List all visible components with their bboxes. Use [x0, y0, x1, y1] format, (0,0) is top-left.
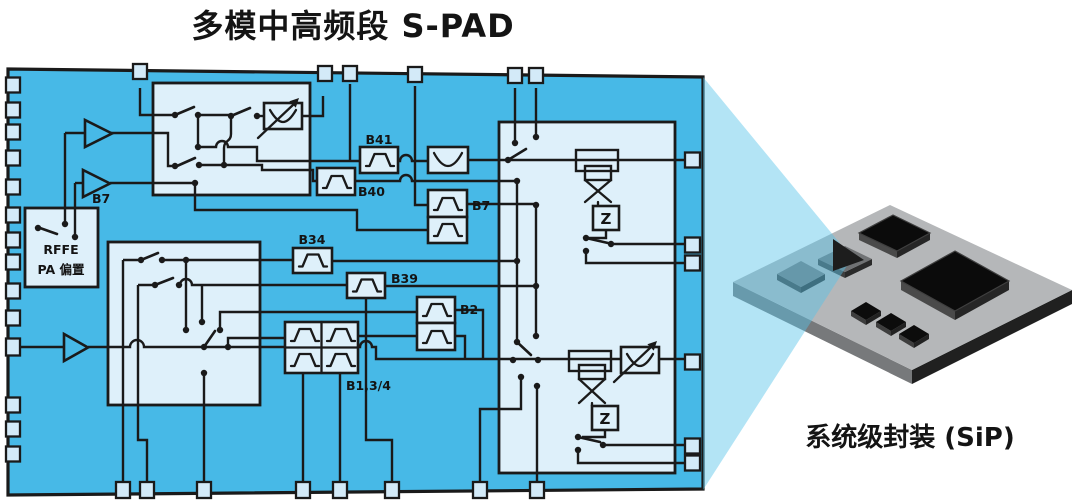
filter-label-b2: B2: [460, 302, 478, 317]
rffe-label-line1: RFFE: [43, 242, 78, 257]
sip-chip-tiny-3: [899, 325, 929, 348]
z-label-2: Z: [600, 410, 611, 428]
quad-filter-b134: [283, 320, 360, 375]
coupler-1: Z: [574, 148, 621, 232]
filter-label-b39: B39: [391, 271, 418, 286]
wires: [21, 84, 694, 481]
switch-box-top: [151, 81, 312, 197]
junction-dots: [34, 111, 615, 454]
amp2-label-b7: B7: [92, 191, 110, 206]
rffe-pa-bias-block: [23, 206, 100, 289]
filter-label-b134: B1,3/4: [346, 378, 391, 393]
switch-box-lower-left: [106, 240, 262, 407]
antenna-switch-box: [497, 120, 677, 475]
filter-b39: [345, 271, 387, 300]
page-title: 多模中高频段 S-PAD: [191, 7, 514, 45]
rffe-label-line2: PA 偏置: [37, 262, 85, 277]
filter-label-b34: B34: [299, 232, 326, 247]
filter-label-b7: B7: [472, 198, 490, 213]
sip-chip-tiny-2: [876, 313, 906, 336]
filter-b40: [315, 166, 357, 197]
z-block-2: [590, 404, 620, 432]
coupler-2: Z: [567, 349, 620, 432]
filter-label-b41: B41: [366, 132, 393, 147]
amplifier-3: [62, 331, 91, 364]
sip-chip-tiny-1: [851, 302, 881, 325]
amplifier-2-b7: [81, 167, 113, 200]
duplexer-b7: [426, 188, 469, 245]
filter-b34: [291, 246, 334, 275]
sip-chip-large: [899, 250, 1011, 320]
sip-chip-medium: [857, 214, 932, 258]
zoom-beam: [703, 77, 852, 490]
tunable-filter-icon-top: [256, 98, 304, 140]
spad-circuit-board: Z Z: [4, 62, 705, 500]
sip-package-illustration: [733, 205, 1072, 384]
duplexer-b2: [415, 295, 457, 352]
board-pads: [4, 62, 702, 500]
diplexer-icon: [426, 145, 470, 175]
sip-chip-gray-small: [777, 261, 825, 293]
zoom-beam-tip: [833, 239, 864, 271]
tunable-filter-icon-bottom: [612, 341, 661, 384]
amplifier-1: [83, 117, 115, 150]
z-block-1: [591, 204, 621, 232]
z-label-1: Z: [601, 210, 612, 228]
sip-label: 系统级封装 (SiP): [805, 422, 1015, 453]
filter-label-b40: B40: [358, 184, 385, 199]
filter-b41: [358, 145, 400, 175]
